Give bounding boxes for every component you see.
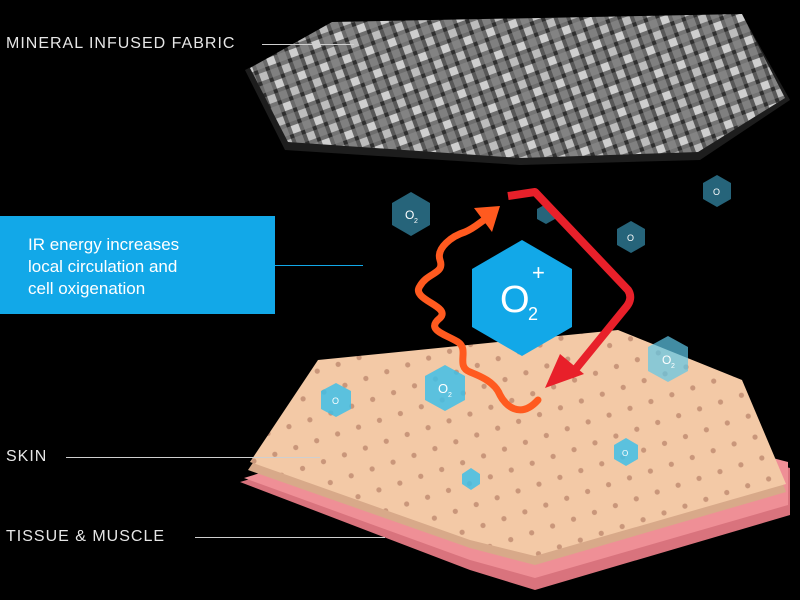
oxygen-molecule-icon: O — [614, 438, 638, 466]
oxygen-molecule-icon — [462, 468, 480, 490]
skin-label: SKIN — [6, 448, 48, 465]
skin-layer — [248, 330, 786, 565]
skin-leader-line — [66, 457, 320, 458]
central-o2-badge: O 2 + — [472, 240, 572, 356]
ir-callout-line: IR energy increases — [28, 235, 180, 254]
oxygen-molecule-icon: O — [703, 175, 731, 207]
fabric-label: MINERAL INFUSED FABRIC — [6, 35, 236, 52]
oxygen-molecule-icon: O — [617, 221, 645, 253]
svg-text:2: 2 — [414, 218, 418, 225]
svg-text:O: O — [622, 449, 628, 458]
tissue-leader-line — [195, 537, 385, 538]
svg-text:O: O — [438, 381, 448, 396]
oxygen-molecule-icon: O — [321, 383, 351, 417]
badge-symbol: O — [500, 279, 530, 321]
ir-callout-line: local circulation and — [28, 257, 178, 276]
circulation-arrow — [507, 188, 635, 388]
ir-wave-arrow — [414, 206, 542, 414]
svg-text:O: O — [713, 187, 720, 197]
svg-text:O: O — [332, 396, 339, 406]
svg-text:O: O — [662, 353, 671, 367]
badge-charge: + — [532, 260, 545, 285]
fabric-leader-line — [262, 44, 354, 45]
ir-callout-line: cell oxigenation — [28, 279, 146, 298]
svg-text:2: 2 — [671, 363, 675, 370]
ir-callout-text: IR energy increases local circulation an… — [28, 234, 268, 300]
svg-text:O: O — [405, 208, 414, 222]
ir-leader-line — [275, 265, 363, 266]
svg-text:O: O — [627, 233, 634, 243]
fabric-layer — [245, 14, 790, 165]
ir-callout-box: IR energy increases local circulation an… — [0, 216, 275, 314]
badge-subscript: 2 — [528, 304, 538, 324]
svg-text:2: 2 — [448, 392, 452, 399]
tissue-label: TISSUE & MUSCLE — [6, 528, 166, 545]
